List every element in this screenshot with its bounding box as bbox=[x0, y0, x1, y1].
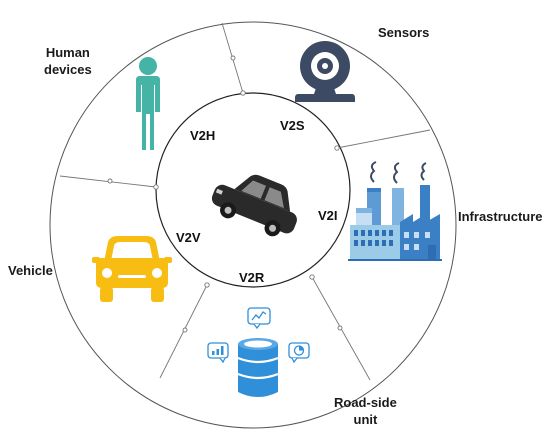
sector-dividers bbox=[59, 22, 431, 381]
person-icon bbox=[136, 57, 160, 150]
label-v2s: V2S bbox=[280, 118, 305, 133]
label-v2h: V2H bbox=[190, 128, 216, 143]
label-human-devices: Human devices bbox=[44, 44, 92, 78]
label-road-side-line1: Road-side bbox=[334, 395, 397, 410]
car-icon bbox=[211, 174, 297, 237]
divider-right bbox=[336, 129, 431, 149]
outer-ring bbox=[49, 21, 457, 429]
webcam-icon bbox=[295, 41, 355, 102]
label-v2v: V2V bbox=[176, 230, 201, 245]
factory-icon bbox=[348, 161, 442, 261]
pie-chart-bubble-icon bbox=[288, 342, 310, 364]
label-v2i: V2I bbox=[318, 208, 338, 223]
label-sensors: Sensors bbox=[378, 25, 430, 40]
trend-chart-bubble-icon bbox=[247, 307, 271, 330]
label-human-devices-line2: devices bbox=[44, 62, 92, 77]
label-vehicle: Vehicle bbox=[8, 263, 53, 278]
database-icon bbox=[237, 338, 279, 397]
label-road-side-unit: Road-side unit bbox=[334, 394, 397, 428]
label-human-devices-line1: Human bbox=[45, 45, 90, 60]
taxi-front-icon bbox=[92, 236, 172, 302]
bar-chart-bubble-icon bbox=[207, 342, 229, 364]
inner-ring bbox=[155, 92, 351, 288]
label-infrastructure: Infrastructure bbox=[458, 209, 543, 224]
label-road-side-line2: unit bbox=[353, 412, 378, 427]
label-v2r: V2R bbox=[239, 270, 265, 285]
